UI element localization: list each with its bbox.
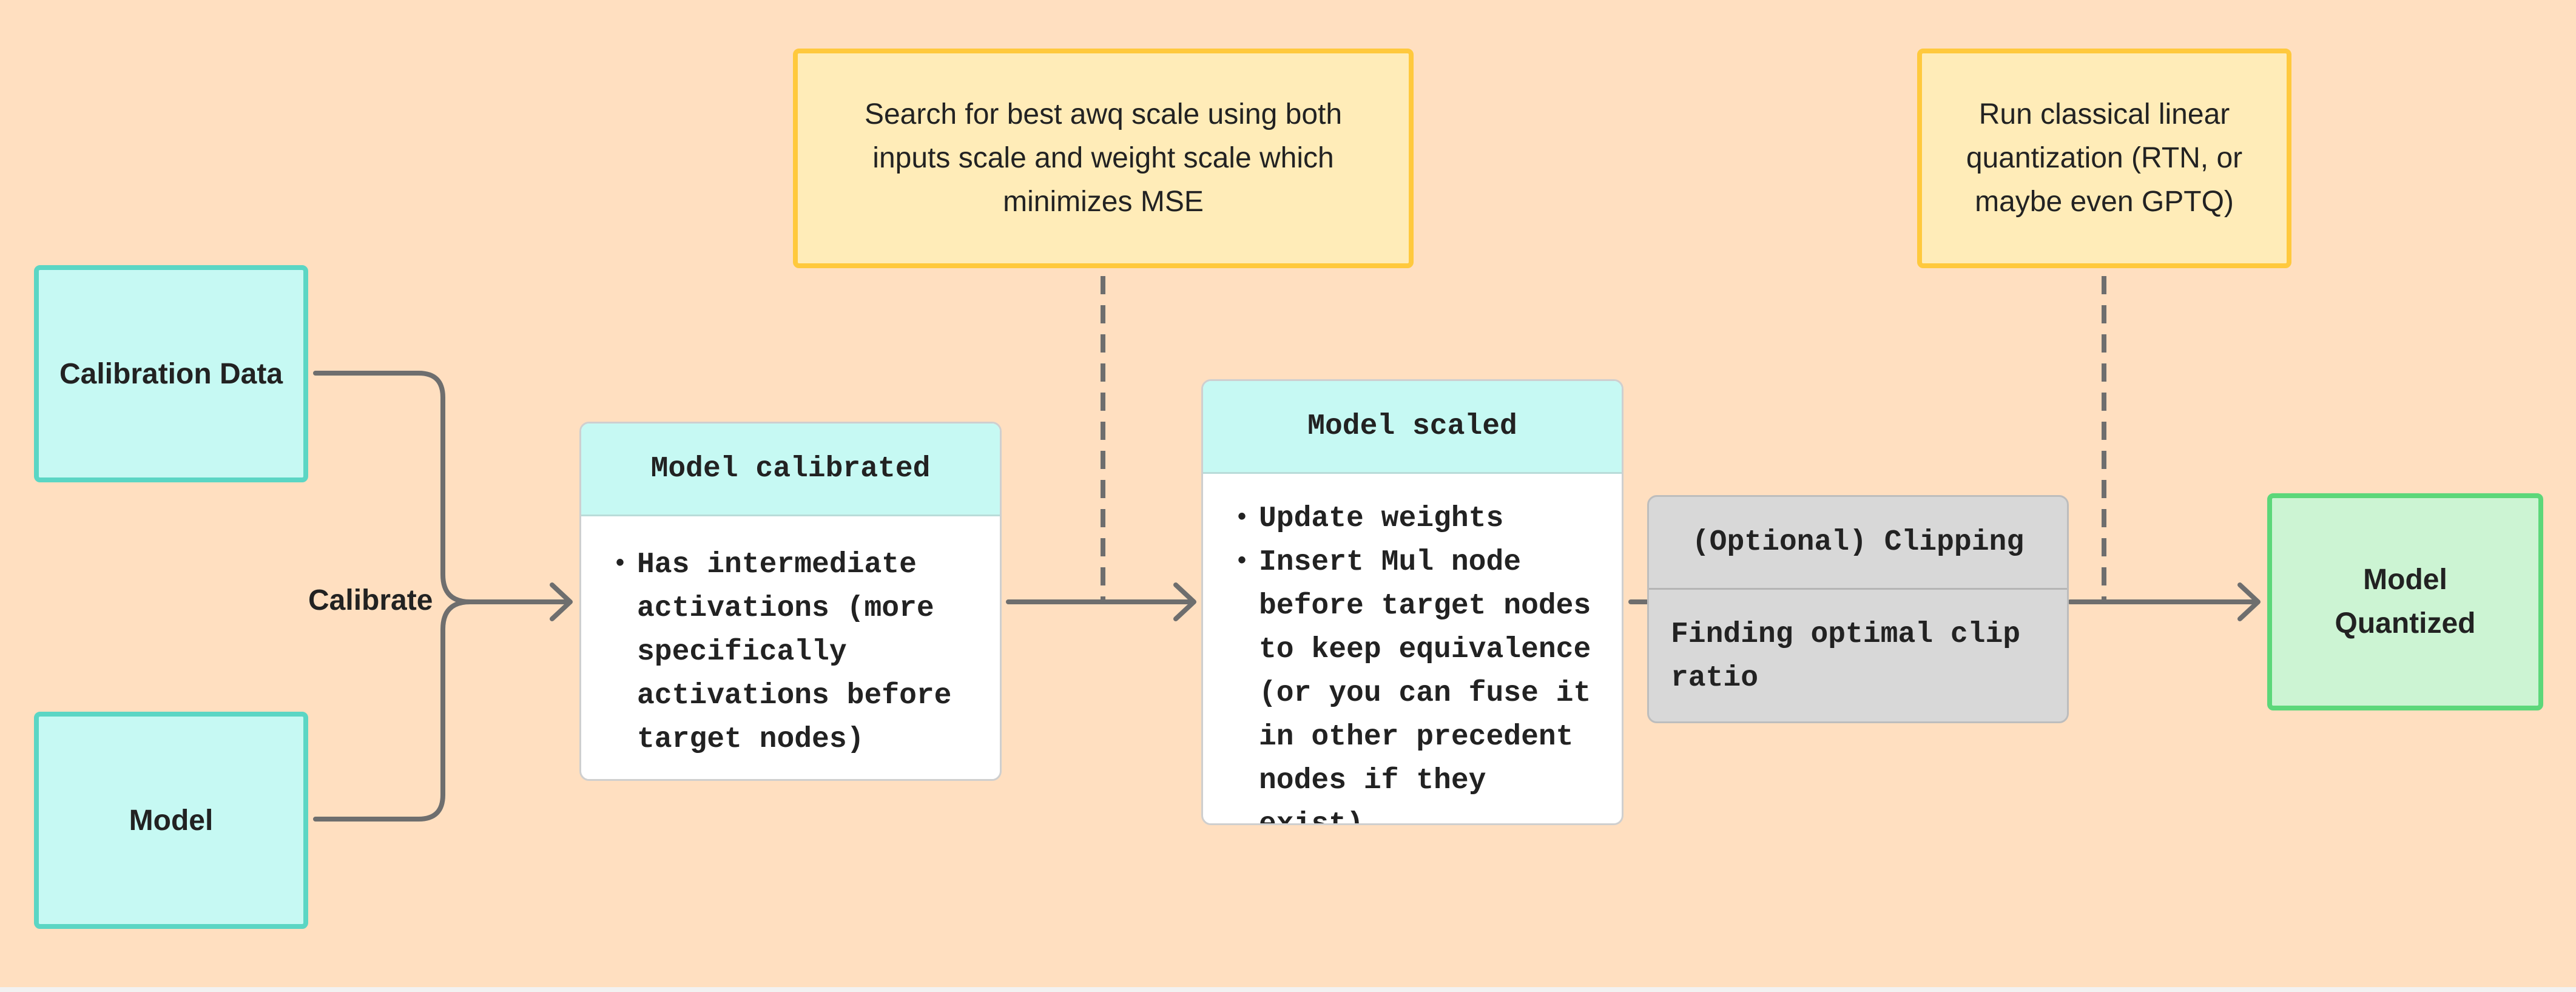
model-calibrated-title: Model calibrated — [581, 423, 1000, 516]
model-calibrated-card[interactable]: Model calibrated Has intermediate activa… — [579, 422, 1002, 781]
awq-search-note-text: Search for best awq scale using both inp… — [864, 98, 1343, 218]
model-quantized-node[interactable]: Model Quantized — [2267, 493, 2543, 710]
model-scaled-bullet-insert: Insert Mul node before target nodes to k… — [1235, 541, 1597, 823]
model-node[interactable]: Model — [34, 712, 308, 929]
model-scaled-title: Model scaled — [1203, 381, 1622, 474]
merge-connector-model — [313, 599, 473, 822]
arrowhead-model-scaled — [1173, 582, 1196, 621]
arrowhead-model-quantized — [2237, 582, 2261, 621]
merge-connector-calibration-data — [313, 371, 473, 604]
calibration-data-node[interactable]: Calibration Data — [34, 265, 308, 482]
calibration-data-label: Calibration Data — [59, 357, 283, 390]
linear-quant-note-text: Run classical linear quantization (RTN, … — [1966, 98, 2243, 218]
model-quantized-label: Model Quantized — [2335, 564, 2476, 639]
model-calibrated-bullet: Has intermediate activations (more speci… — [613, 543, 976, 761]
calibrate-edge-label: Calibrate — [308, 584, 433, 616]
clipping-card[interactable]: (Optional) Clipping Finding optimal clip… — [1647, 495, 2069, 723]
model-scaled-card[interactable]: Model scaled Update weights Insert Mul n… — [1201, 379, 1623, 825]
model-calibrated-body: Has intermediate activations (more speci… — [581, 516, 1000, 779]
awq-search-note[interactable]: Search for best awq scale using both inp… — [793, 49, 1414, 268]
arrowhead-model-calibrated — [550, 582, 573, 621]
model-scaled-bullet-update: Update weights — [1235, 497, 1597, 541]
model-label: Model — [129, 804, 214, 837]
linear-quant-note[interactable]: Run classical linear quantization (RTN, … — [1917, 49, 2291, 268]
model-scaled-body: Update weights Insert Mul node before ta… — [1203, 474, 1622, 823]
clipping-body: Finding optimal clip ratio — [1671, 618, 2021, 695]
clipping-title: (Optional) Clipping — [1649, 497, 2067, 590]
